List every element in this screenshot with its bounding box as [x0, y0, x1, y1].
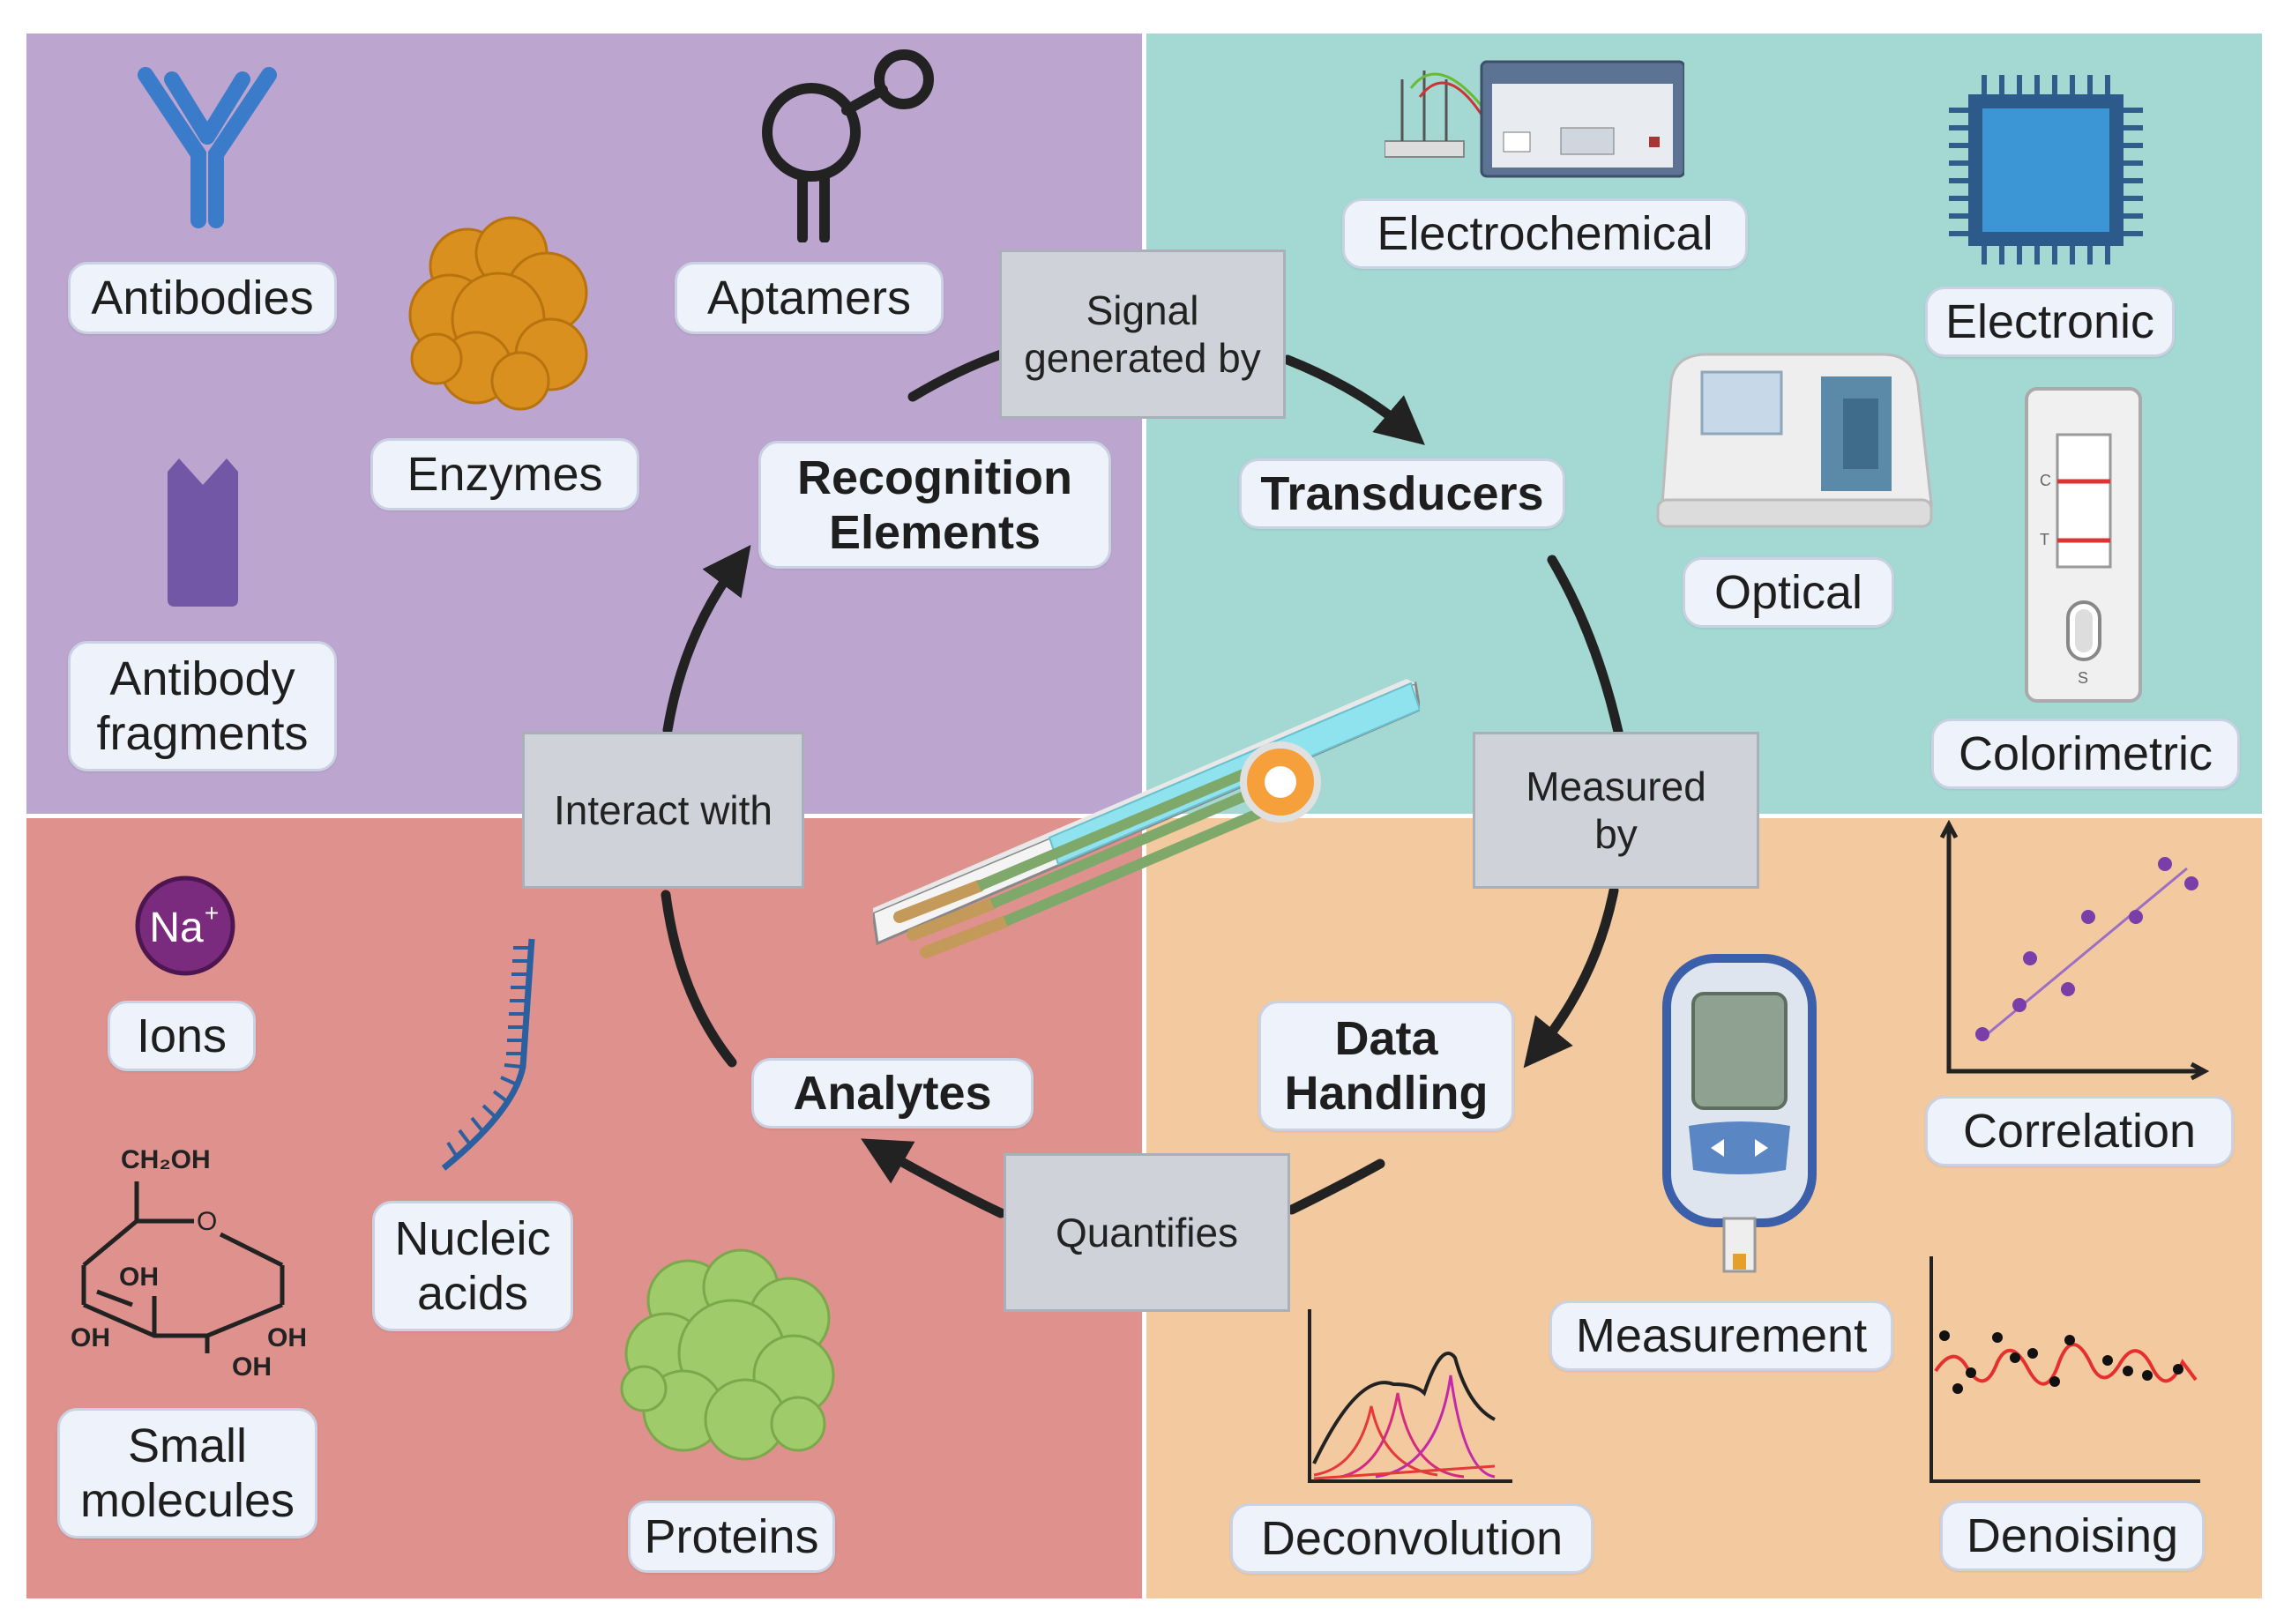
analytes-text: Analytes: [793, 1067, 992, 1120]
spectrophotometer-icon: [1656, 353, 1933, 528]
correlation-label: Correlation: [1925, 1096, 2234, 1166]
glucose-structure-icon: CH₂OH O OH OH OH OH: [71, 1145, 307, 1382]
strip-t-label: T: [2040, 531, 2049, 548]
correlation-text: Correlation: [1962, 1105, 2197, 1158]
glucometer-icon: [1662, 954, 1817, 1273]
ions-text: Ions: [136, 1009, 228, 1062]
arrow-signal-left: [907, 349, 1006, 402]
nucleic-acids-line1: Nucleic: [394, 1212, 551, 1265]
peaks-plot-icon: [1308, 1309, 1512, 1483]
measurement-text: Measurement: [1575, 1309, 1868, 1362]
connector-signal: Signal generated by: [999, 250, 1286, 419]
data-handling-line1: Data: [1334, 1012, 1438, 1065]
glucose-oh-2: OH: [71, 1323, 110, 1352]
strip-s-label: S: [2078, 669, 2088, 687]
arrow-interact-to-recognition: [662, 544, 751, 735]
glucose-oh-3: OH: [267, 1323, 307, 1352]
antibody-fragments-label: Antibody fragments: [68, 641, 337, 771]
glucose-oh-1: OH: [119, 1263, 159, 1292]
antibody-fragments-line2: fragments: [96, 707, 309, 760]
glucose-o: O: [197, 1207, 217, 1236]
recognition-elements-label: Recognition Elements: [758, 441, 1111, 569]
connector-measured: Measured by: [1473, 732, 1759, 889]
data-handling-label: Data Handling: [1258, 1001, 1514, 1131]
aptamers-label: Aptamers: [675, 262, 944, 334]
transducers-text: Transducers: [1260, 467, 1544, 520]
enzymes-text: Enzymes: [407, 448, 603, 501]
scatter-plot-icon: [1939, 820, 2210, 1081]
small-molecules-label: Small molecules: [57, 1408, 317, 1538]
arrow-measured-to-data: [1523, 885, 1619, 1069]
connector-quantifies: Quantifies: [1004, 1153, 1290, 1312]
proteins-text: Proteins: [644, 1510, 819, 1563]
enzyme-icon: [408, 216, 588, 411]
sodium-ion-icon: Na +: [135, 875, 235, 976]
antibody-fragments-line1: Antibody: [109, 652, 295, 705]
enzymes-label: Enzymes: [370, 438, 639, 510]
arrow-analytes-to-interact: [661, 890, 737, 1068]
sensor-strip-icon: [873, 679, 1420, 958]
data-handling-line2: Handling: [1284, 1067, 1489, 1120]
arrow-data-to-quantifies: [1287, 1158, 1385, 1215]
antibody-icon: [138, 67, 277, 228]
glucose-ch2oh: CH₂OH: [121, 1145, 211, 1174]
aptamer-icon: [762, 49, 934, 242]
optical-text: Optical: [1713, 566, 1863, 619]
small-molecules-line2: molecules: [79, 1474, 295, 1527]
electrochemical-label: Electrochemical: [1342, 198, 1748, 269]
arrow-quantifies-to-analytes: [861, 1138, 1006, 1218]
noisy-signal-plot-icon: [1929, 1256, 2200, 1483]
electronic-text: Electronic: [1944, 295, 2155, 348]
arrow-transducers-to-measured: [1547, 555, 1623, 737]
glucose-oh-4: OH: [232, 1352, 272, 1382]
nucleic-acids-label: Nucleic acids: [372, 1201, 573, 1331]
recognition-elements-line1: Recognition: [797, 451, 1072, 504]
connector-measured-line2: by: [1594, 811, 1638, 857]
optical-label: Optical: [1683, 557, 1894, 628]
proteins-label: Proteins: [628, 1501, 835, 1573]
colorimetric-label: Colorimetric: [1931, 719, 2240, 789]
deconvolution-label: Deconvolution: [1230, 1503, 1594, 1574]
deconvolution-text: Deconvolution: [1260, 1512, 1564, 1565]
measurement-label: Measurement: [1549, 1300, 1893, 1371]
sodium-symbol: Na: [149, 905, 204, 951]
electronic-label: Electronic: [1925, 287, 2175, 357]
chip-icon: [1949, 75, 2143, 264]
analytes-label: Analytes: [751, 1058, 1034, 1129]
connector-interact-label: Interact with: [554, 787, 773, 833]
denoising-label: Denoising: [1940, 1501, 2205, 1571]
transducers-label: Transducers: [1239, 458, 1565, 529]
antibodies-label: Antibodies: [68, 262, 337, 334]
aptamers-text: Aptamers: [706, 272, 912, 324]
colorimetric-text: Colorimetric: [1958, 727, 2213, 780]
dna-strand-icon: [441, 938, 535, 1171]
connector-signal-line1: Signal: [1086, 287, 1199, 333]
electrochemical-text: Electrochemical: [1377, 207, 1713, 260]
connector-measured-line1: Measured: [1526, 764, 1706, 809]
sodium-charge: +: [205, 899, 219, 927]
arrow-signal-right: [1282, 354, 1425, 445]
small-molecules-line1: Small: [127, 1419, 248, 1472]
protein-icon: [620, 1248, 835, 1461]
antibodies-text: Antibodies: [91, 272, 314, 324]
ions-label: Ions: [108, 1001, 256, 1071]
antibody-fragment-icon: [168, 458, 238, 607]
connector-interact: Interact with: [522, 732, 804, 889]
connector-quantifies-label: Quantifies: [1055, 1210, 1239, 1255]
connector-signal-line2: generated by: [1024, 335, 1261, 381]
potentiostat-icon: [1385, 60, 1684, 178]
recognition-elements-line2: Elements: [828, 505, 1041, 559]
lateral-flow-strip-icon: C T S: [2025, 387, 2142, 703]
nucleic-acids-line2: acids: [416, 1267, 529, 1320]
strip-c-label: C: [2040, 472, 2051, 489]
denoising-text: Denoising: [1966, 1509, 2179, 1562]
